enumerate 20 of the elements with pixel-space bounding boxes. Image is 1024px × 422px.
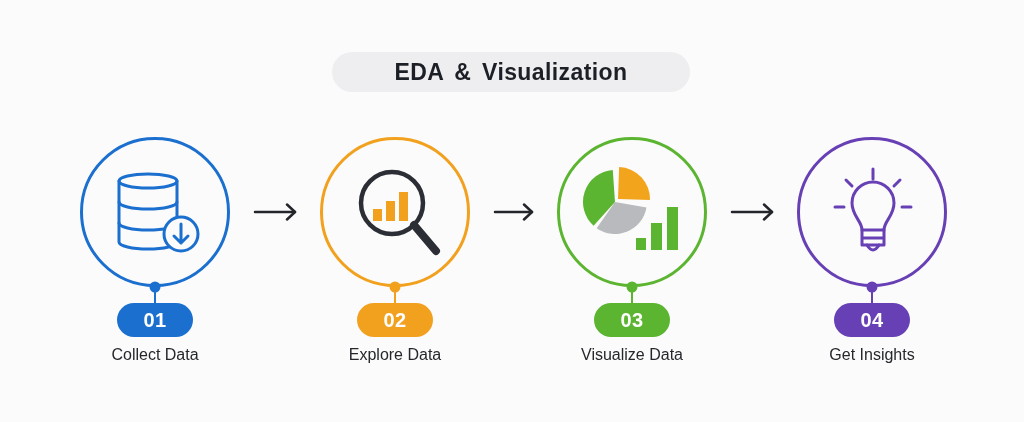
step-number-badge: 03	[594, 303, 670, 337]
step-label: Collect Data	[110, 346, 200, 364]
connector-line	[389, 281, 401, 304]
arrow	[493, 203, 534, 221]
step-label: Visualize Data	[580, 346, 684, 364]
step-number-badge: 04	[834, 303, 910, 337]
step-circle	[320, 137, 470, 287]
diagram-title: EDA & Visualization	[332, 52, 690, 92]
step-circle	[797, 137, 947, 287]
step-circle	[557, 137, 707, 287]
step-label: Explore Data	[347, 346, 443, 364]
arrow	[253, 203, 297, 221]
step-number-badge: 02	[357, 303, 433, 337]
step-number-badge: 01	[117, 303, 193, 337]
arrow	[730, 203, 774, 221]
connector-line	[149, 281, 161, 304]
step-label: Get Insights	[828, 346, 916, 364]
connector-line	[626, 281, 638, 304]
step-circle	[80, 137, 230, 287]
connector-line	[866, 281, 878, 304]
